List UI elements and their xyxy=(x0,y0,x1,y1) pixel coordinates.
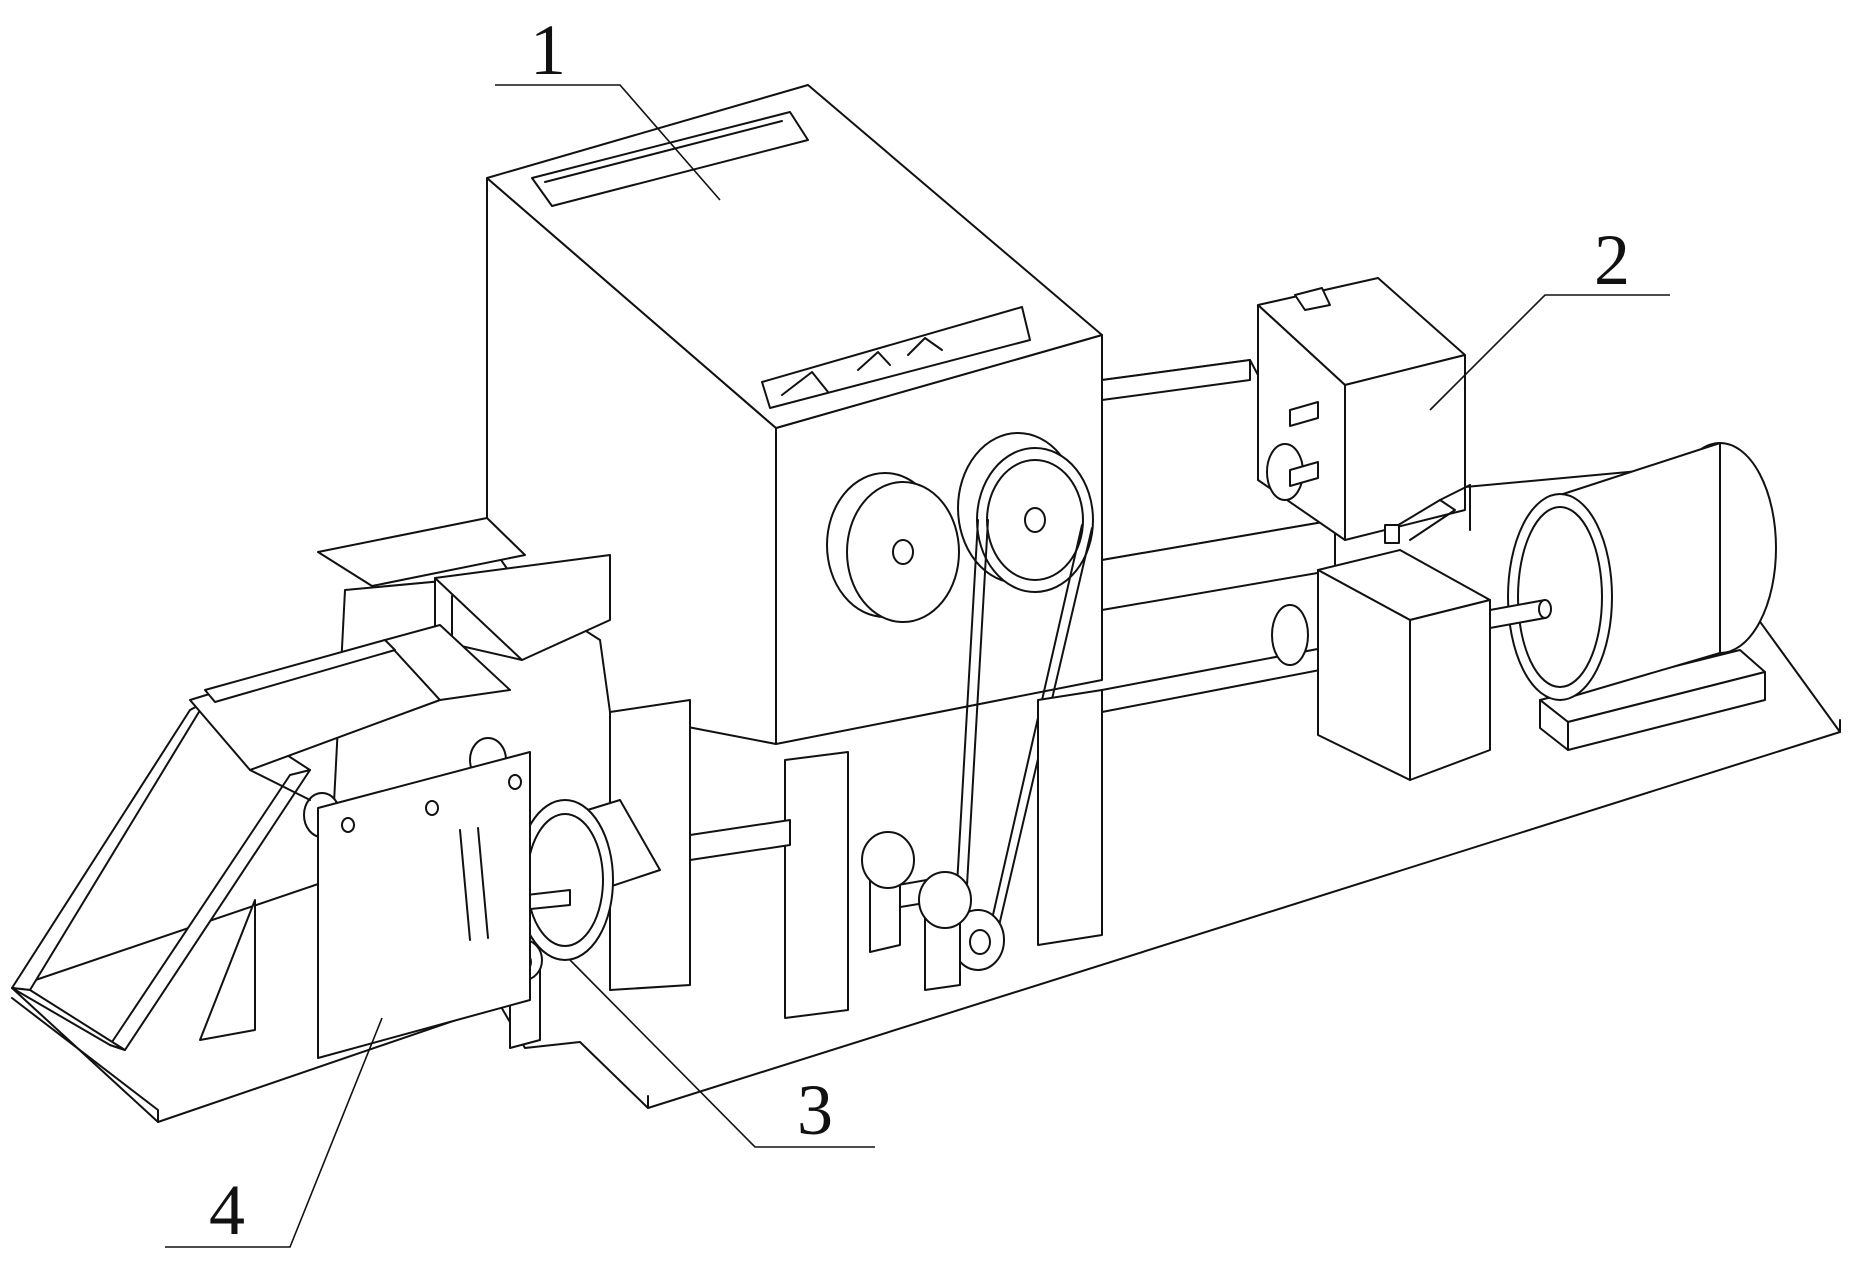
lower-shaft xyxy=(689,819,972,991)
callout-label-3: 3 xyxy=(797,1070,833,1150)
motor xyxy=(1489,442,1777,751)
leader-3 xyxy=(569,959,875,1148)
callout-label-2: 2 xyxy=(1594,220,1630,300)
feed-ramp xyxy=(11,701,311,1051)
housing-legs xyxy=(609,689,1103,1019)
feed-belt xyxy=(189,624,511,838)
leader-lines xyxy=(165,84,1670,1248)
drive-belt xyxy=(951,519,1093,971)
control-box xyxy=(1257,277,1466,541)
shaft-couplings xyxy=(1266,401,1319,666)
callout-label-1: 1 xyxy=(530,10,566,90)
leader-2 xyxy=(1429,294,1670,411)
bearing-block xyxy=(1317,484,1491,781)
leader-4 xyxy=(165,1017,383,1248)
leader-1 xyxy=(495,84,721,201)
pulley-right xyxy=(957,432,1094,593)
callout-label-4: 4 xyxy=(209,1170,245,1250)
pulley-left xyxy=(826,472,960,623)
side-plate xyxy=(317,751,531,1059)
